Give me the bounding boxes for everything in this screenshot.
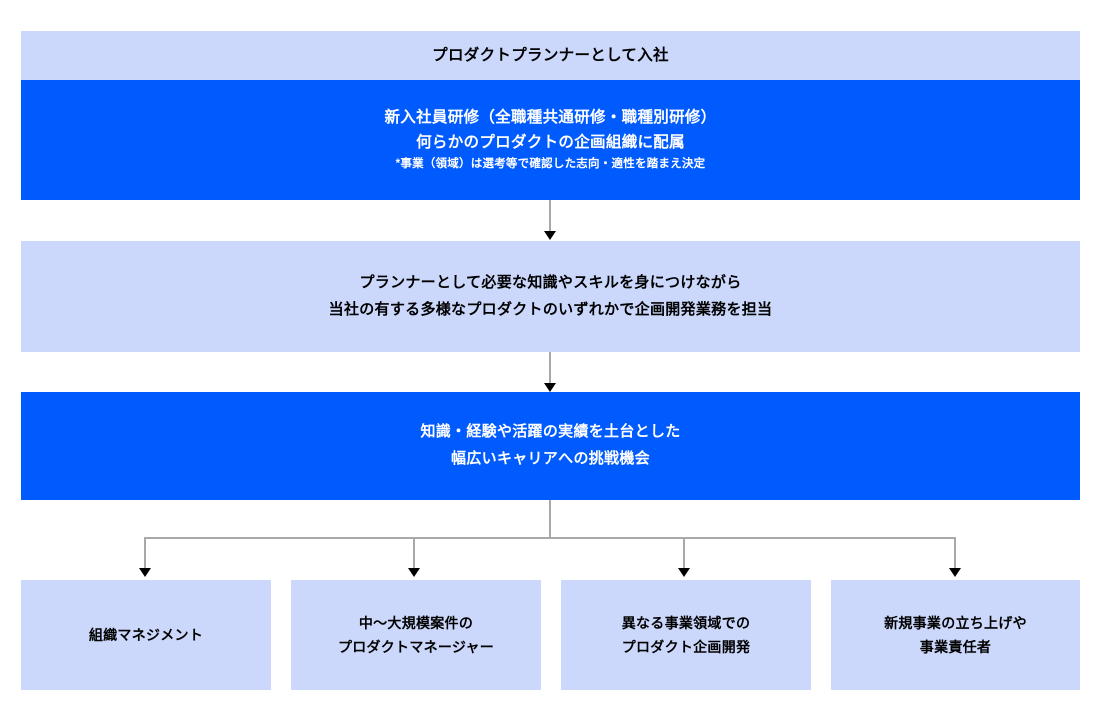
connector-line [549, 200, 551, 233]
connector-drop-2 [683, 537, 685, 570]
node-branch-1-line-1: 中〜大規模案件の [358, 614, 474, 631]
node-assignment-line-2: 当社の有する多様なプロダクトのいずれかで企画開発業務を担当 [328, 300, 773, 318]
connector-drop-1 [413, 537, 415, 570]
node-entry: プロダクトプランナーとして入社 [21, 31, 1080, 80]
connector-drop-3 [954, 537, 956, 570]
arrow-down-icon [544, 383, 556, 392]
node-branch-3-line-1: 新規事業の立ち上げや [884, 614, 1027, 631]
node-branch-2-line-1: 異なる事業領域での [621, 614, 751, 631]
arrow-down-icon-3 [949, 568, 961, 577]
node-assignment: プランナーとして必要な知識やスキルを身につけながら 当社の有する多様なプロダクト… [21, 241, 1080, 352]
node-training-line-1: 新入社員研修（全職種共通研修・職種別研修） [384, 109, 717, 127]
node-branch-different-business-domain: 異なる事業領域での プロダクト企画開発 [561, 580, 811, 690]
connector-bus [145, 537, 956, 539]
connector-stem [549, 500, 551, 539]
connector-line [549, 352, 551, 385]
node-assignment-line-1: プランナーとして必要な知識やスキルを身につけながら [359, 273, 742, 291]
node-branch-0-line-1: 組織マネジメント [88, 626, 204, 643]
node-branch-new-business-leader: 新規事業の立ち上げや 事業責任者 [831, 580, 1080, 690]
node-branch-product-manager: 中〜大規模案件の プロダクトマネージャー [291, 580, 541, 690]
node-training-note: *事業（領域）は選考等で確認した志向・適性を踏まえ決定 [395, 158, 706, 171]
node-branch-1-line-2: プロダクトマネージャー [337, 639, 495, 655]
node-career-line-1: 知識・経験や活躍の実績を土台とした [420, 423, 681, 441]
node-training-line-2: 何らかのプロダクトの企画組織に配属 [416, 134, 685, 152]
node-branch-2-line-2: プロダクト企画開発 [621, 639, 751, 655]
arrow-down-icon [544, 231, 556, 240]
arrow-down-icon-2 [678, 568, 690, 577]
arrow-down-icon-1 [408, 568, 420, 577]
node-career: 知識・経験や活躍の実績を土台とした 幅広いキャリアへの挑戦機会 [21, 392, 1080, 500]
node-entry-line-1: プロダクトプランナーとして入社 [432, 46, 669, 64]
arrow-down-icon-0 [139, 568, 151, 577]
node-career-line-2: 幅広いキャリアへの挑戦機会 [451, 450, 650, 467]
connector-drop-0 [144, 537, 146, 570]
node-branch-3-line-2: 事業責任者 [919, 639, 992, 655]
node-training: 新入社員研修（全職種共通研修・職種別研修） 何らかのプロダクトの企画組織に配属 … [21, 80, 1080, 200]
node-branch-organization-management: 組織マネジメント [21, 580, 271, 690]
